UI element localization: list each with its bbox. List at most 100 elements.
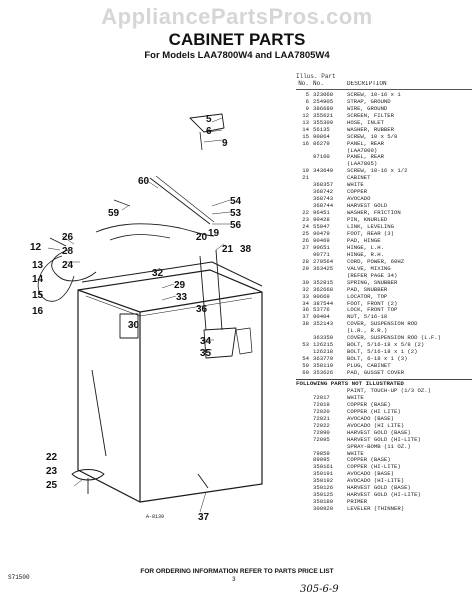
part-number: 90404	[313, 313, 330, 321]
part-description: SPRAY-BOMB (11 OZ.)	[347, 443, 411, 450]
part-number: 72020	[313, 407, 330, 415]
part-description: COVER, SUSPENSION ROD (L.F.)	[347, 335, 441, 342]
part-number: 362668	[313, 285, 334, 293]
part-number-illus: 9	[305, 104, 309, 112]
part-number-illus: 24	[302, 223, 309, 231]
callout-38: 38	[240, 244, 252, 255]
spacer	[296, 478, 313, 485]
figure-code: A-8139	[146, 514, 165, 520]
callout-15: 15	[32, 290, 44, 301]
part-number-illus	[296, 148, 313, 155]
spacer	[296, 430, 313, 437]
callout-19: 19	[208, 228, 220, 239]
part-description: LEVELER (THINNER)	[347, 506, 405, 513]
callout-53: 53	[230, 208, 242, 219]
callout-16: 16	[32, 306, 44, 317]
part-number: 363770	[313, 355, 334, 363]
part-description: PAINT, TOUCH-UP (1/3 OZ.)	[347, 387, 431, 394]
part-number-illus: 37	[302, 313, 309, 321]
part-number: 368742	[313, 188, 334, 196]
spacer	[296, 451, 313, 458]
part-description: WHITE	[347, 450, 364, 457]
part-description: HARVEST GOLD	[347, 203, 388, 210]
part-description: HINGE, R.H.	[347, 251, 384, 258]
part-number: 350126	[313, 484, 334, 492]
part-number: 350161	[313, 463, 334, 471]
part-number: 126218	[313, 348, 334, 356]
callout-26: 26	[62, 232, 74, 243]
part-number-illus	[296, 154, 313, 161]
part-description: HARVEST GOLD (HI-LITE)	[347, 492, 421, 499]
part-number-illus: 53	[302, 341, 309, 349]
callout-32: 32	[152, 268, 164, 279]
part-description: WASHER, FRICTION	[347, 210, 401, 217]
part-number-illus: 38	[302, 320, 309, 328]
part-description: HARVEST GOLD (BASE)	[347, 485, 411, 492]
part-description: WIRE, GROUND	[347, 105, 388, 112]
spacer	[296, 395, 313, 402]
part-number: 72021	[313, 414, 330, 422]
callout-12: 12	[30, 242, 42, 253]
header-part: Part	[321, 73, 336, 80]
part-description: SCREW, 10-16 x 1	[347, 91, 401, 98]
part-number: 90864	[313, 132, 330, 140]
part-number: 387544	[313, 299, 334, 307]
callout-33: 33	[176, 292, 188, 303]
not-illustrated-row: SPRAY-BOMB (11 OZ.)	[296, 444, 472, 451]
part-number: 86279	[313, 139, 330, 147]
not-illustrated-row: PAINT, TOUCH-UP (1/3 OZ.)	[296, 388, 472, 395]
part-number-illus: 34	[302, 299, 309, 307]
part-number-illus: 36	[302, 306, 309, 314]
callout-24: 24	[62, 260, 74, 271]
header-no2: No.	[313, 79, 324, 87]
part-number-illus	[296, 328, 313, 335]
part-number: 53776	[313, 306, 330, 314]
callout-5: 5	[206, 114, 212, 125]
part-description: LOCATOR, TOP	[347, 293, 388, 300]
callout-37: 37	[198, 512, 210, 523]
part-number: 90428	[313, 216, 330, 224]
part-number-illus: 60	[302, 369, 309, 377]
spacer	[296, 506, 313, 513]
part-number: 300920	[313, 505, 334, 513]
spacer	[296, 492, 313, 499]
part-number: 343640	[313, 167, 334, 175]
part-number-illus: 5	[305, 90, 309, 98]
callout-60: 60	[138, 176, 150, 187]
part-number-illus: 59	[302, 362, 309, 370]
part-number: 90469	[313, 236, 330, 244]
part-description: SCREW, 10-16 x 1/2	[347, 168, 408, 175]
part-description: PRIMER	[347, 499, 368, 506]
callout-29: 29	[174, 280, 186, 291]
part-number: 72017	[313, 393, 330, 401]
part-number-illus: 12	[302, 111, 309, 119]
part-number: 352143	[313, 320, 334, 328]
part-description: NUT, 5/16-18	[347, 314, 388, 321]
part-description: AVOCADO (BASE)	[347, 471, 394, 478]
part-row: (LAA7800)	[296, 148, 472, 155]
part-description: PANEL, REAR	[347, 154, 384, 161]
callout-28: 28	[62, 246, 74, 257]
part-description: HOSE, INLET	[347, 119, 384, 126]
part-row: (LAA7805)	[296, 161, 472, 168]
part-number-illus: 16	[302, 139, 309, 147]
callout-23: 23	[46, 466, 58, 477]
part-number-illus: 14	[302, 125, 309, 133]
page-title: CABINET PARTS	[168, 30, 306, 49]
